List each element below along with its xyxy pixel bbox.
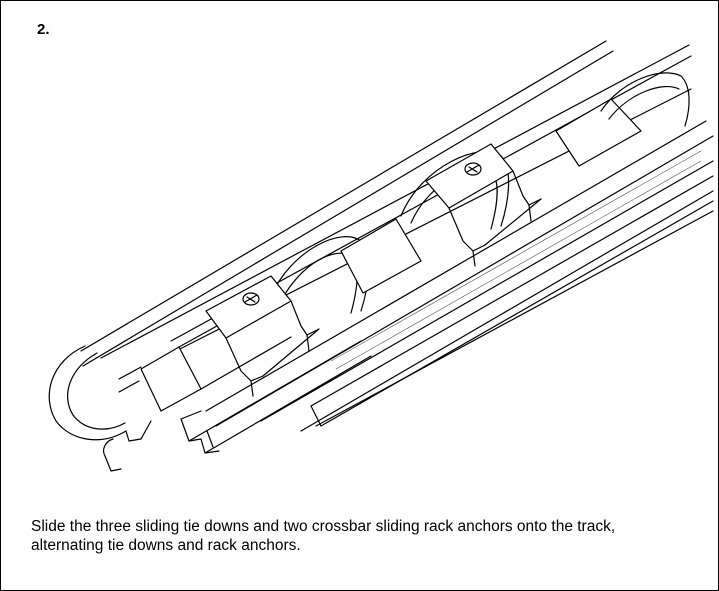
instruction-text: Slide the three sliding tie downs and tw…: [31, 518, 616, 554]
track-illustration: [48, 40, 714, 472]
step-number: 2.: [37, 21, 50, 38]
